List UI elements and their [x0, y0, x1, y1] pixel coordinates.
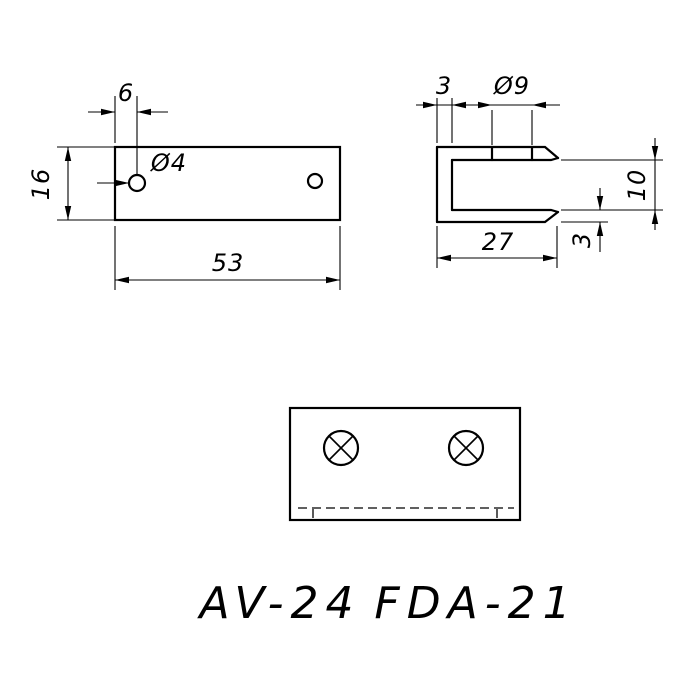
screw-head-right-icon: [447, 429, 485, 467]
arrowhead: [543, 254, 557, 262]
front-view-dimensions: [57, 96, 341, 290]
arrowhead: [452, 101, 466, 109]
dim-16-label: 16: [27, 168, 55, 201]
arrowhead: [651, 210, 659, 224]
screw-cross-line: [453, 435, 479, 461]
dim-3-lip-label: 3: [568, 232, 596, 248]
clip-bottom-arm-inner: [450, 208, 560, 214]
bottom-view: [288, 406, 522, 522]
front-view: 6 Ø4 16 53: [27, 79, 342, 290]
dim-3-wall-label: 3: [436, 72, 452, 100]
side-view-dimensions: [416, 98, 663, 268]
arrowhead: [64, 147, 72, 161]
dim-53-label: 53: [212, 249, 245, 277]
arrowhead: [137, 108, 151, 116]
mounting-hole-right: [306, 172, 324, 190]
arrowhead: [478, 101, 492, 109]
arrowhead: [115, 276, 129, 284]
hidden-edges: [298, 507, 514, 519]
arrowhead: [101, 108, 115, 116]
mounting-hole-left: [127, 173, 147, 193]
screw-head-left-icon: [322, 429, 360, 467]
arrowhead: [423, 101, 437, 109]
dia-4-label: Ø4: [150, 149, 187, 177]
arrowhead: [437, 254, 451, 262]
plate-outline: [113, 145, 342, 222]
arrowhead: [532, 101, 546, 109]
dim-27-label: 27: [482, 228, 515, 256]
dim-6-label: 6: [118, 79, 134, 107]
arrowhead: [64, 206, 72, 220]
dia-9-label: Ø9: [493, 72, 530, 100]
arrowhead: [596, 222, 604, 236]
side-view: 3 Ø9 10 3 27: [416, 72, 663, 268]
model-number-left: AV-24: [196, 578, 360, 629]
arrowhead: [326, 276, 340, 284]
arrowhead: [596, 196, 604, 210]
clip-bottom-arm-outer: [435, 210, 560, 224]
body-outline: [288, 406, 522, 522]
model-number-right: FDA-21: [374, 578, 577, 629]
clip-top-arm-inner: [450, 156, 560, 162]
screw-cross-line: [328, 435, 354, 461]
title-block: AV-24 FDA-21: [196, 578, 577, 629]
arrowhead: [651, 146, 659, 160]
dim-10-label: 10: [623, 169, 651, 202]
arrowhead: [115, 179, 129, 187]
screw-cross-marks: [328, 435, 479, 461]
clip-top-arm-outer: [435, 145, 560, 160]
